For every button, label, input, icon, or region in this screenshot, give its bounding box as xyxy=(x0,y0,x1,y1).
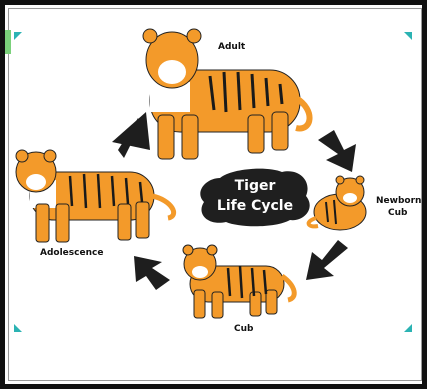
tiger-adolescence xyxy=(16,150,174,242)
arrow-newborn-to-cub xyxy=(306,240,348,280)
title-line-1: Tiger xyxy=(220,176,290,196)
label-cub: Cub xyxy=(234,324,253,334)
label-newborn-line2: Cub xyxy=(388,208,407,218)
tiger-cub xyxy=(183,245,294,318)
corner-mark-top-right xyxy=(404,32,412,40)
arrow-adolescence-to-adult xyxy=(112,112,150,158)
label-newborn-line1: Newborn xyxy=(376,196,421,206)
label-adolescence: Adolescence xyxy=(40,248,103,258)
tiger-newborn-cub xyxy=(309,176,366,230)
arrow-adult-to-newborn xyxy=(318,130,356,172)
corner-mark-top-left xyxy=(14,32,22,40)
corner-mark-bottom-right xyxy=(404,324,412,332)
label-adult: Adult xyxy=(218,42,245,52)
title-line-2: Life Cycle xyxy=(205,196,305,216)
corner-mark-bottom-left xyxy=(14,324,22,332)
arrow-cub-to-adolescence xyxy=(134,256,170,290)
